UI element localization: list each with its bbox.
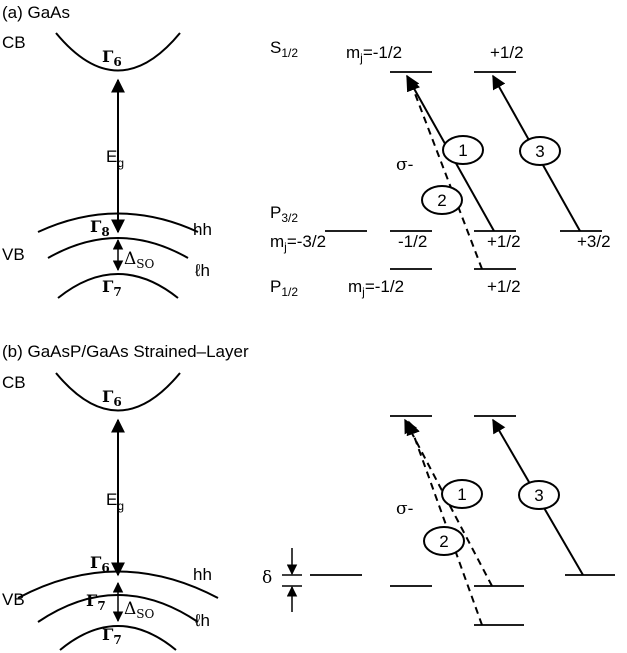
- delta-so-label-b: ΔSO: [124, 599, 155, 621]
- circle-1-b-label: 1: [457, 485, 466, 504]
- mj-mid-label: mj=-3/2: [270, 232, 326, 254]
- cb-curve: [55, 32, 181, 72]
- circle-2-label: 2: [437, 191, 446, 210]
- eg-label: Eg: [106, 147, 124, 170]
- p32-state-label: P3/2: [270, 203, 298, 225]
- so-band-curve-b: [59, 625, 177, 651]
- vb-label: VB: [2, 245, 25, 264]
- circle-1: [442, 135, 484, 165]
- circle-3-b: [518, 480, 560, 510]
- panel-b: (b) GaAsP/GaAs Strained–Layer CB VB Γ6 E…: [2, 342, 615, 651]
- mid-minus-half-label: -1/2: [398, 232, 427, 251]
- gamma7-mid-label: Γ7: [86, 591, 106, 613]
- so-band-curve: [57, 273, 179, 299]
- mj-top-label: mj=-1/2: [346, 43, 402, 65]
- gamma6-vb-label: Γ6: [90, 553, 110, 575]
- gamma8-label: Γ8: [90, 217, 110, 239]
- hh-label-b: hh: [193, 565, 212, 584]
- panel-a: (a) GaAs CB VB Γ6 Eg Γ8 ΔSO Γ7 hh ℓh S1/…: [2, 3, 611, 299]
- cb-curve-b: [55, 372, 181, 412]
- lh-label: ℓh: [194, 261, 210, 280]
- transition-2-arrow-b: [406, 420, 483, 626]
- circle-2-b: [423, 526, 465, 556]
- circle-1-b: [441, 479, 483, 509]
- p12-state-label: P1/2: [270, 277, 298, 299]
- transition-1-arrow-b: [404, 418, 493, 587]
- delta-so-label: ΔSO: [124, 249, 155, 271]
- gamma6-top-label: Γ6: [102, 387, 122, 409]
- hh-label: hh: [193, 220, 212, 239]
- panel-a-title: (a) GaAs: [2, 3, 70, 22]
- mid-plus-half-label: +1/2: [487, 232, 521, 251]
- mj-bot-label: mj=-1/2: [348, 277, 404, 299]
- cb-label: CB: [2, 33, 26, 52]
- lh-label-b: ℓh: [194, 611, 210, 630]
- lh-band-curve: [47, 237, 189, 259]
- bot-plus-half-label: +1/2: [487, 277, 521, 296]
- gamma7-bot-label: Γ7: [102, 625, 122, 647]
- circle-2: [421, 185, 463, 215]
- circle-3-b-label: 3: [534, 486, 543, 505]
- circle-3-label: 3: [535, 142, 544, 161]
- sigma-minus-label-b: σ-: [396, 499, 413, 519]
- delta-label: δ: [262, 568, 272, 588]
- vb-label-b: VB: [2, 590, 25, 609]
- mid-plus-three-half-label: +3/2: [577, 232, 611, 251]
- panel-b-title: (b) GaAsP/GaAs Strained–Layer: [2, 342, 249, 361]
- gamma6-label: Γ6: [102, 47, 122, 69]
- s-state-label: S1/2: [270, 38, 298, 60]
- gamma7-label: Γ7: [102, 277, 122, 299]
- cb-label-b: CB: [2, 373, 26, 392]
- top-plus-half-label: +1/2: [490, 43, 524, 62]
- sigma-minus-label: σ-: [396, 155, 413, 175]
- circle-2-b-label: 2: [439, 532, 448, 551]
- transition-2-arrow: [406, 76, 483, 270]
- circle-1-label: 1: [458, 141, 467, 160]
- circle-3: [519, 136, 561, 166]
- eg-label-b: Eg: [106, 490, 124, 513]
